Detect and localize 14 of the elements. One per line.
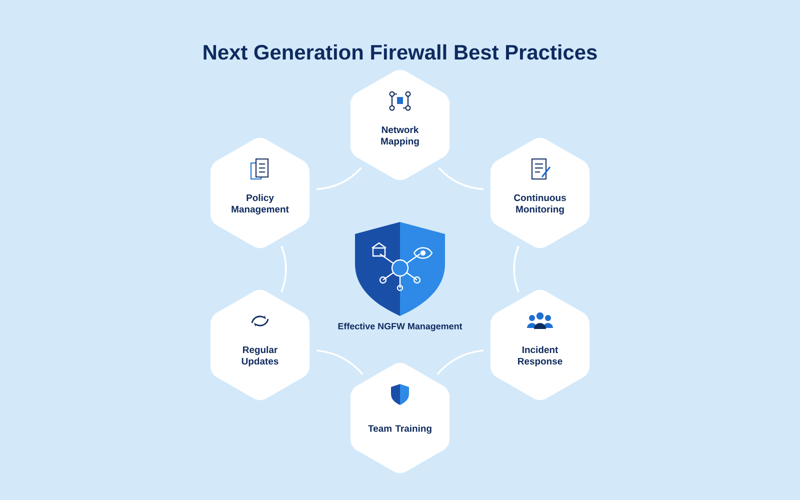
connector-arc [316, 350, 364, 375]
practice-hexagon: Incident Response [490, 290, 590, 400]
practice-hexagon: Policy Management [210, 138, 310, 248]
connector-arc [280, 246, 287, 292]
practice-hexagon: Network Mapping [350, 70, 450, 180]
caption-text: Effective NGFW Management [338, 322, 462, 332]
practice-hexagon: Continuous Monitoring [490, 138, 590, 248]
connector-arc [438, 167, 484, 190]
connector-arc [436, 350, 484, 375]
diagram-title: Next Generation Firewall Best Practices [204, 44, 597, 60]
connector-arc [513, 246, 520, 292]
connector-arc [316, 167, 362, 190]
practice-hexagon: Regular Updates [210, 290, 310, 400]
practice-hexagon: Team Training [350, 362, 450, 474]
